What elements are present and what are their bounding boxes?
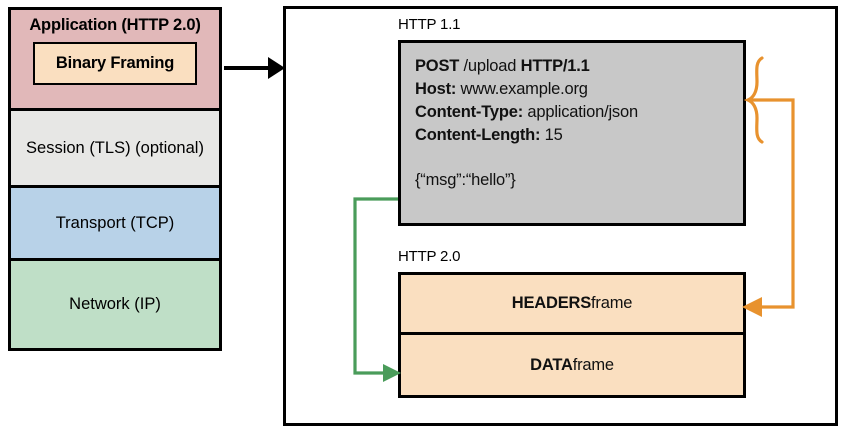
- stack-layer-transport: Transport (TCP): [11, 188, 219, 261]
- stack-layer-session: Session (TLS) (optional): [11, 111, 219, 188]
- request-body: {“msg”:“hello”}: [415, 171, 516, 189]
- headers-frame: HEADERS frame: [401, 275, 743, 335]
- request-line-3-bold: Content-Length:: [415, 126, 541, 144]
- stack-layer-network: Network (IP): [11, 261, 219, 348]
- stack-to-panel-arrow-line: [224, 66, 272, 70]
- request-line-0-bold-suffix: HTTP/1.1: [520, 57, 590, 75]
- request-line-1: Host: www.example.org: [415, 78, 743, 101]
- transport-layer-label: Transport (TCP): [55, 213, 175, 232]
- request-line-3: Content-Length: 15: [415, 124, 743, 147]
- request-line-0: POST /upload HTTP/1.1: [415, 55, 743, 78]
- http20-caption: HTTP 2.0: [398, 248, 461, 265]
- application-layer-label: Application (HTTP 2.0): [29, 16, 201, 34]
- data-frame: DATA frame: [401, 335, 743, 395]
- headers-frame-bold: HEADERS: [511, 294, 592, 312]
- stack-to-panel-arrow-head: [268, 57, 285, 79]
- headers-frame-rest: frame: [591, 294, 633, 312]
- data-frame-bold: DATA: [530, 355, 573, 374]
- protocol-stack: Application (HTTP 2.0) Binary Framing Se…: [8, 7, 222, 351]
- network-layer-label: Network (IP): [69, 295, 161, 313]
- http11-caption: HTTP 1.1: [398, 16, 461, 33]
- http11-message-box: POST /upload HTTP/1.1 Host: www.example.…: [398, 40, 746, 226]
- data-frame-rest: frame: [572, 355, 614, 374]
- binary-framing-box: Binary Framing: [33, 42, 197, 85]
- request-line-0-rest: /upload: [459, 57, 521, 75]
- request-line-2-rest: application/json: [523, 103, 638, 121]
- stack-layer-application: Application (HTTP 2.0) Binary Framing: [11, 10, 219, 111]
- request-line-1-bold: Host:: [415, 80, 457, 98]
- request-line-2: Content-Type: application/json: [415, 101, 743, 124]
- session-layer-label: Session (TLS) (optional): [26, 138, 204, 157]
- http20-frames: HEADERS frame DATA frame: [398, 272, 746, 398]
- request-line-2-bold: Content-Type:: [415, 103, 523, 121]
- request-line-0-bold: POST: [415, 57, 460, 75]
- request-line-1-rest: www.example.org: [456, 80, 588, 98]
- request-line-3-rest: 15: [540, 126, 563, 144]
